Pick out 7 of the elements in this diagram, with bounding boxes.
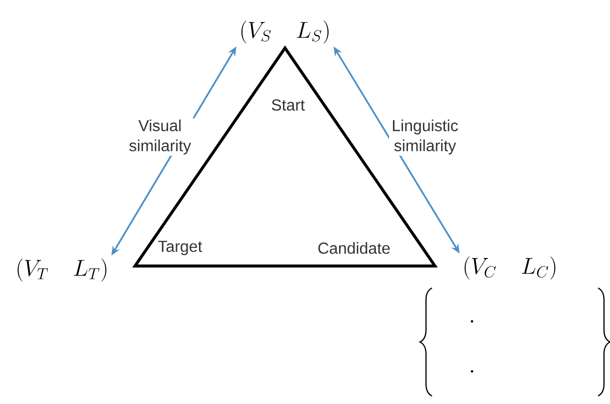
- coordinate-pair: $\left(V_C\quad L_C\right)$: [464, 256, 556, 280]
- edge-label: Linguistic similarity: [389, 118, 461, 156]
- coordinate-pair: $\left(V_S\quad L_S\right)$: [241, 20, 329, 44]
- edge-label: Visual similarity: [124, 118, 196, 156]
- dot: $\cdot$: [470, 370, 474, 373]
- coordinate-pair: $\left(V_T\quad L_T\right)$: [18, 258, 106, 282]
- dot: $\cdot$: [470, 320, 474, 323]
